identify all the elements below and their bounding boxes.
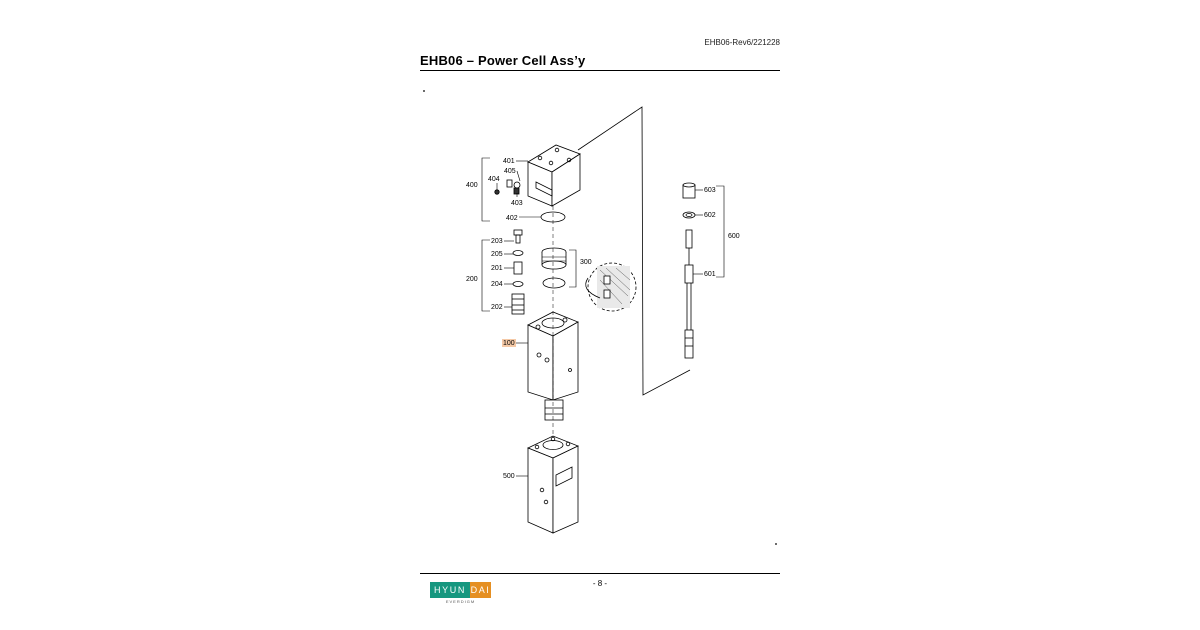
label-402: 402 xyxy=(506,215,518,222)
label-300: 300 xyxy=(580,259,592,266)
connection-outline xyxy=(577,106,691,396)
page-title: EHB06 – Power Cell Ass’y xyxy=(420,53,586,68)
pipe-assembly-600 xyxy=(682,182,696,359)
hyundai-everdigm-logo: HYUN DAI EVERDIGM xyxy=(430,582,491,604)
label-204: 204 xyxy=(491,281,503,288)
label-200: 200 xyxy=(466,276,478,283)
valve-components xyxy=(511,229,525,315)
label-601: 601 xyxy=(704,271,716,278)
label-202: 202 xyxy=(491,304,503,311)
part-labels: 401 405 404 400 403 402 203 205 300 201 … xyxy=(466,158,740,480)
leader-lines xyxy=(481,157,725,477)
label-100: 100 xyxy=(503,340,515,347)
label-404: 404 xyxy=(488,176,500,183)
front-head-500 xyxy=(527,435,579,534)
label-603: 603 xyxy=(704,187,716,194)
label-403: 403 xyxy=(511,200,523,207)
label-205: 205 xyxy=(491,251,503,258)
logo-text-right: DAI xyxy=(470,582,491,598)
label-203: 203 xyxy=(491,238,503,245)
seal-detail-section xyxy=(585,262,637,312)
label-401: 401 xyxy=(503,158,515,165)
label-201: 201 xyxy=(491,265,503,272)
document-revision: EHB06-Rev6/221228 xyxy=(704,38,780,47)
label-400: 400 xyxy=(466,182,478,189)
logo-subtitle: EVERDIGM xyxy=(445,599,476,604)
label-600: 600 xyxy=(728,233,740,240)
seal-ring-300 xyxy=(541,247,567,270)
part-100-highlight xyxy=(502,339,516,347)
page-number: - 8 - xyxy=(592,579,608,588)
o-ring-300-lower xyxy=(542,277,566,289)
label-500: 500 xyxy=(503,473,515,480)
label-602: 602 xyxy=(704,212,716,219)
top-cap-block xyxy=(527,144,581,207)
footer-rule xyxy=(420,573,780,574)
cylinder-body-100 xyxy=(527,311,579,421)
header-rule xyxy=(420,70,780,71)
logo-text-left: HYUN xyxy=(430,582,470,598)
label-405: 405 xyxy=(504,168,516,175)
check-valve-parts xyxy=(494,179,521,195)
